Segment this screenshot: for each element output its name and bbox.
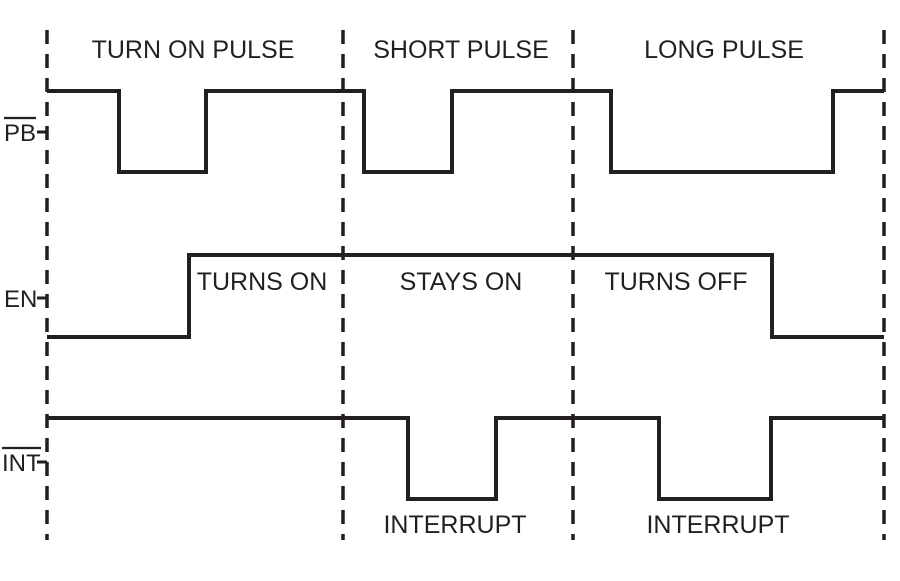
annotation-interrupt-2: INTERRUPT	[646, 511, 789, 539]
annotation-stays-on: STAYS ON	[400, 268, 523, 296]
en-waveform	[47, 253, 884, 339]
annotation-turns-off: TURNS OFF	[604, 268, 747, 296]
signal-label-pb: PB	[4, 116, 47, 147]
annotation-interrupt-1: INTERRUPT	[383, 511, 526, 539]
int-label: INT	[2, 450, 41, 477]
int-waveform	[47, 416, 884, 501]
pb-waveform	[47, 89, 884, 174]
phase-label-short-pulse: SHORT PULSE	[373, 36, 549, 64]
signal-label-int: INT	[2, 446, 47, 477]
phase-label-turn-on-pulse: TURN ON PULSE	[92, 36, 295, 64]
signal-label-en: EN	[4, 286, 47, 313]
annotation-turns-on: TURNS ON	[197, 268, 328, 296]
phase-label-long-pulse: LONG PULSE	[644, 36, 804, 64]
en-label: EN	[4, 286, 37, 313]
pb-label: PB	[4, 120, 36, 147]
